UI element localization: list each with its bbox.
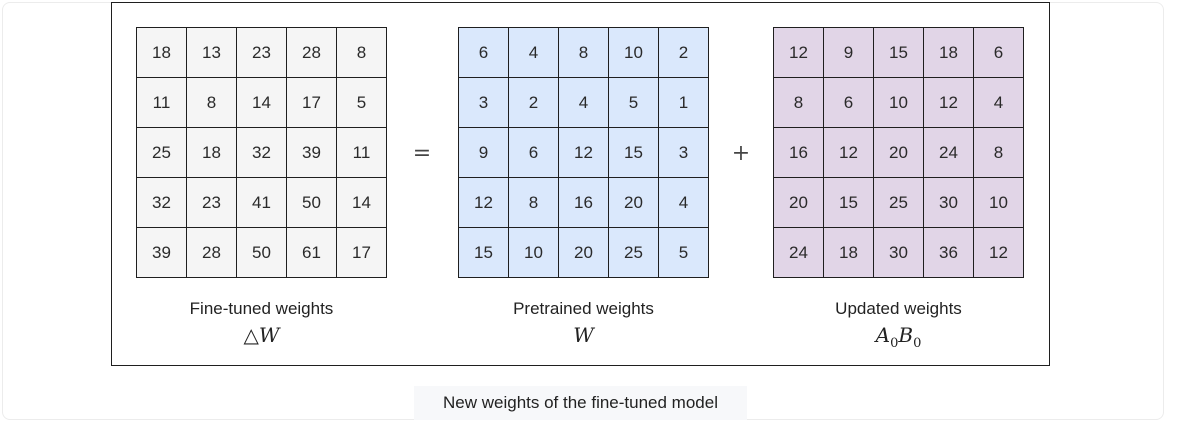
matrix-cell: 16 xyxy=(559,178,609,228)
matrix-cell: 32 xyxy=(137,178,187,228)
matrix-cell: 41 xyxy=(237,178,287,228)
matrix-cell: 11 xyxy=(337,128,387,178)
matrix-cell: 18 xyxy=(137,28,187,78)
matrix-cell: 4 xyxy=(559,78,609,128)
matrix-cell: 15 xyxy=(824,178,874,228)
matrix-cell: 2 xyxy=(659,28,709,78)
matrix-cell: 50 xyxy=(287,178,337,228)
matrix-cell: 6 xyxy=(974,28,1024,78)
matrix-cell: 12 xyxy=(824,128,874,178)
matrix-cell: 6 xyxy=(824,78,874,128)
matrix-cell: 12 xyxy=(559,128,609,178)
matrix-cell: 14 xyxy=(337,178,387,228)
matrix-cell: 17 xyxy=(337,228,387,278)
matrix-cell: 20 xyxy=(609,178,659,228)
matrix-cell: 10 xyxy=(974,178,1024,228)
updated-weights-label: Updated weights xyxy=(835,299,962,318)
matrix-cell: 12 xyxy=(974,228,1024,278)
equals-operator: = xyxy=(412,141,432,166)
matrix-cell: 16 xyxy=(774,128,824,178)
matrix-cell: 6 xyxy=(459,28,509,78)
matrix-cell: 10 xyxy=(609,28,659,78)
matrix-cell: 3 xyxy=(459,78,509,128)
matrix-cell: 11 xyxy=(137,78,187,128)
matrix-cell: 28 xyxy=(287,28,337,78)
matrix-cell: 18 xyxy=(824,228,874,278)
matrix-cell: 28 xyxy=(187,228,237,278)
fine-tuned-weights-symbol: △W xyxy=(243,323,280,347)
matrix-cell: 15 xyxy=(609,128,659,178)
matrix-cell: 8 xyxy=(337,28,387,78)
pretrained-weights-label: Pretrained weights xyxy=(513,299,654,318)
matrix-cell: 2 xyxy=(509,78,559,128)
matrix-cell: 12 xyxy=(459,178,509,228)
matrix-cell: 23 xyxy=(237,28,287,78)
matrix-cell: 8 xyxy=(509,178,559,228)
matrix-cell: 39 xyxy=(137,228,187,278)
matrix-cell: 5 xyxy=(337,78,387,128)
matrix-cell: 15 xyxy=(459,228,509,278)
matrix-cell: 20 xyxy=(874,128,924,178)
updated-weights-symbol: A0B0 xyxy=(875,323,922,351)
matrix-cell: 13 xyxy=(187,28,237,78)
matrix-cell: 9 xyxy=(459,128,509,178)
fine-tuned-weights-label: Fine-tuned weights xyxy=(189,299,334,318)
matrix-cell: 15 xyxy=(874,28,924,78)
matrix-cell: 20 xyxy=(774,178,824,228)
matrix-cell: 5 xyxy=(609,78,659,128)
matrix-cell: 25 xyxy=(874,178,924,228)
matrix-cell: 14 xyxy=(237,78,287,128)
matrix-cell: 8 xyxy=(974,128,1024,178)
matrix-cell: 1 xyxy=(659,78,709,128)
matrix-cell: 4 xyxy=(659,178,709,228)
matrix-cell: 12 xyxy=(924,78,974,128)
matrix-cell: 10 xyxy=(509,228,559,278)
matrix-cell: 25 xyxy=(609,228,659,278)
pretrained-weights-symbol: W xyxy=(573,323,594,347)
matrix-cell: 18 xyxy=(187,128,237,178)
matrix-cell: 36 xyxy=(924,228,974,278)
matrix-cell: 25 xyxy=(137,128,187,178)
matrix-cell: 24 xyxy=(924,128,974,178)
matrix-cell: 3 xyxy=(659,128,709,178)
matrix-cell: 8 xyxy=(187,78,237,128)
matrix-cell: 8 xyxy=(774,78,824,128)
matrix-cell: 61 xyxy=(287,228,337,278)
matrix-cell: 17 xyxy=(287,78,337,128)
matrix-cell: 18 xyxy=(924,28,974,78)
matrix-cell: 4 xyxy=(974,78,1024,128)
matrix-cell: 20 xyxy=(559,228,609,278)
matrix-cell: 4 xyxy=(509,28,559,78)
plus-operator: + xyxy=(731,141,751,166)
matrix-cell: 6 xyxy=(509,128,559,178)
matrix-cell: 32 xyxy=(237,128,287,178)
matrix-cell: 8 xyxy=(559,28,609,78)
matrix-cell: 50 xyxy=(237,228,287,278)
matrix-cell: 5 xyxy=(659,228,709,278)
matrix-cell: 30 xyxy=(924,178,974,228)
matrix-cell: 12 xyxy=(774,28,824,78)
matrix-cell: 9 xyxy=(824,28,874,78)
matrix-cell: 39 xyxy=(287,128,337,178)
matrix-cell: 24 xyxy=(774,228,824,278)
matrix-cell: 23 xyxy=(187,178,237,228)
matrix-cell: 30 xyxy=(874,228,924,278)
matrix-cell: 10 xyxy=(874,78,924,128)
figure-caption: New weights of the fine-tuned model xyxy=(414,386,747,420)
